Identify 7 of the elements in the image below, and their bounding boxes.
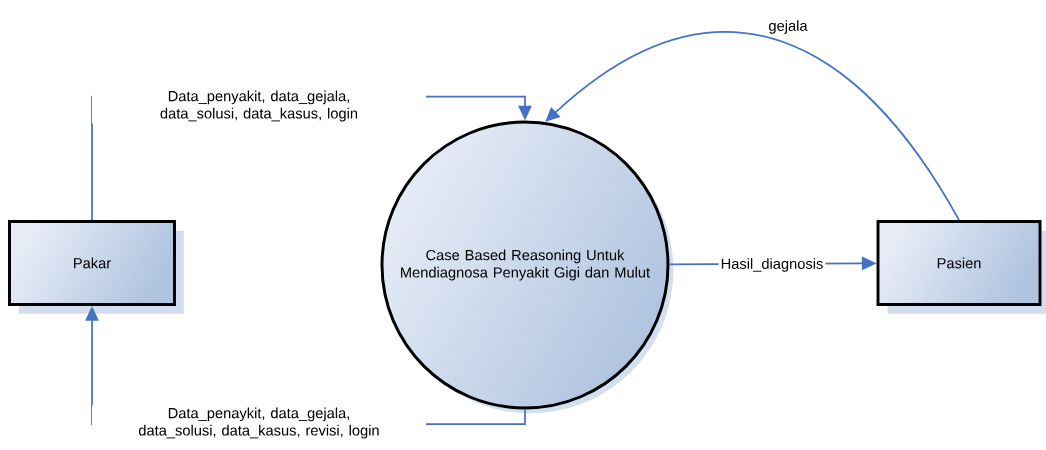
entity-box: Pakar — [8, 220, 184, 314]
edge-label: Data_penyakit, data_gejala, data_solusi, data_kasus, login — [92, 88, 426, 124]
edge-label: Data_penaykit, data_gejala, data_solusi, data_kasus, revisi, login — [92, 405, 426, 441]
entity-box: Pasien — [876, 220, 1046, 314]
arrow — [545, 31, 960, 221]
edge-label: gejala — [766, 18, 810, 36]
edge-label: Hasil_diagnosis — [718, 256, 826, 274]
